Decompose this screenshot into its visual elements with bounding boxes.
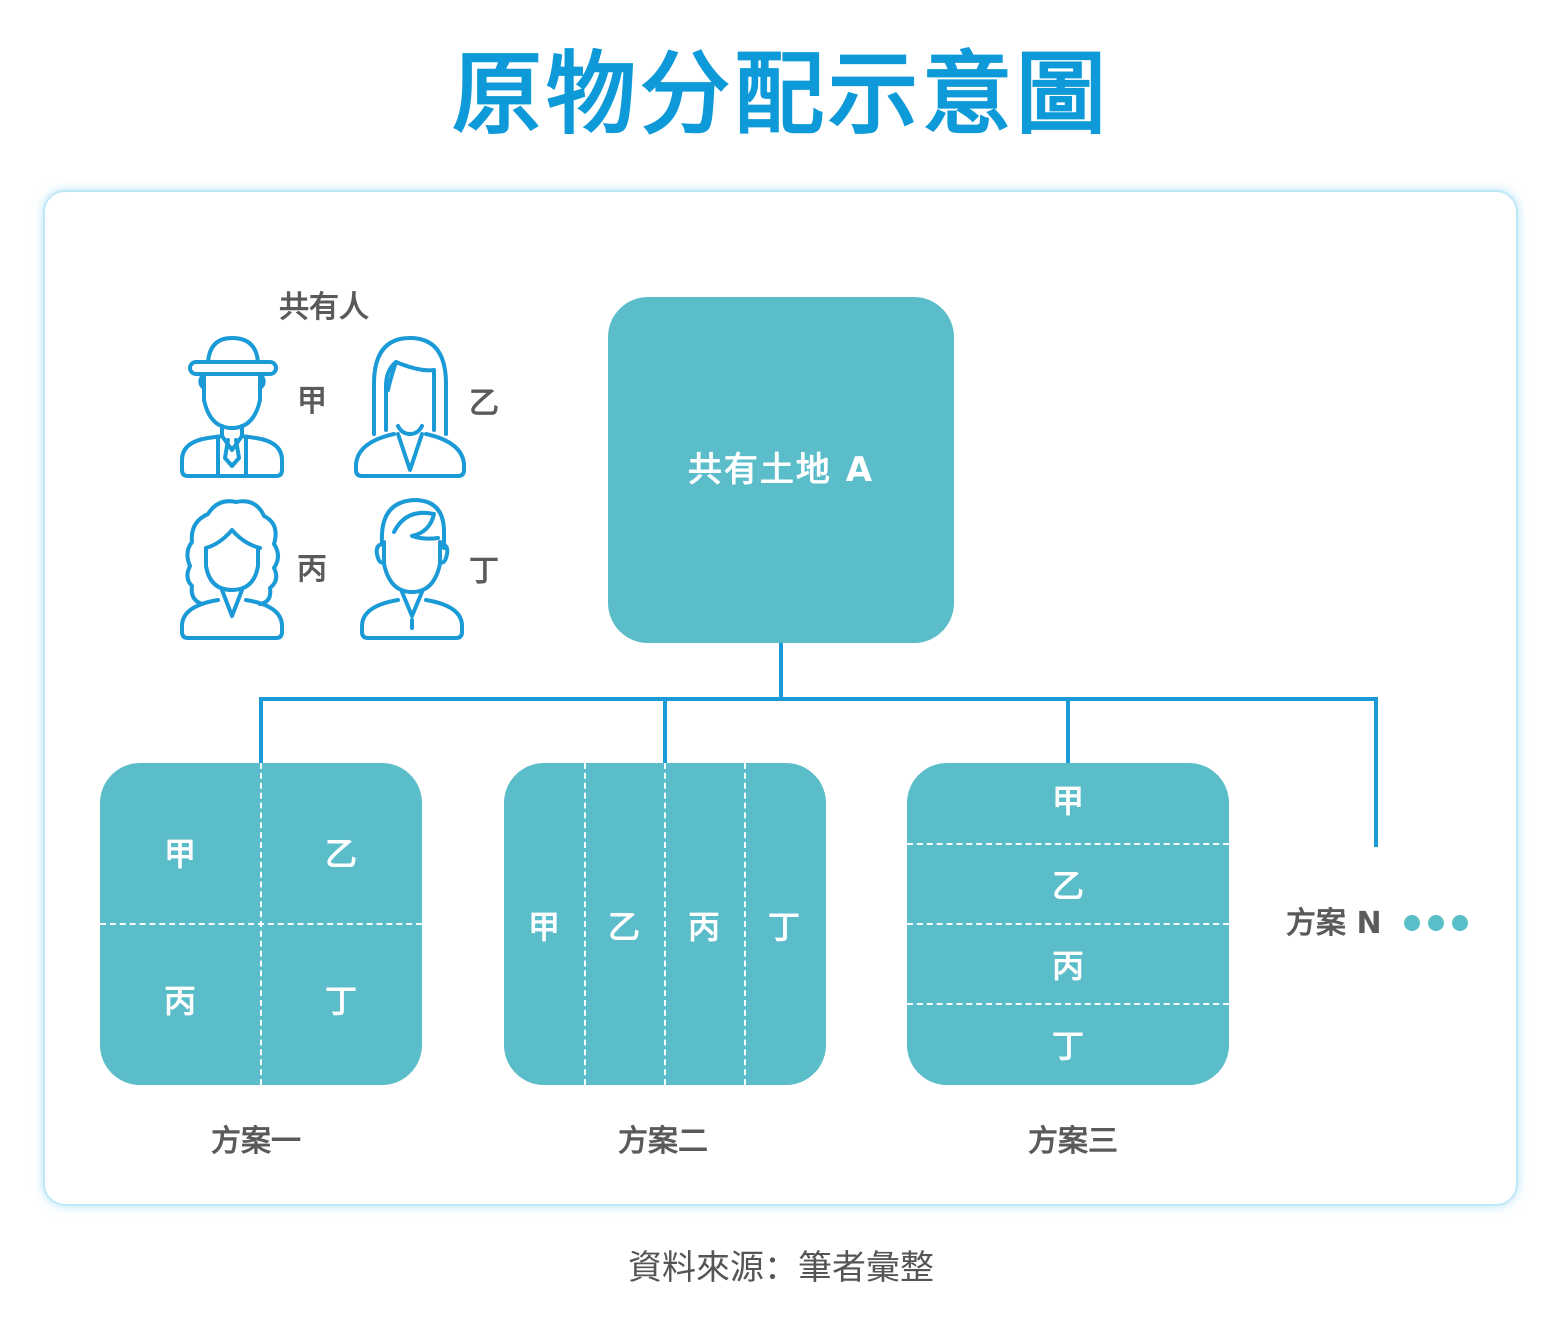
plan-2-cell: 甲 xyxy=(527,908,561,946)
plan-2-divider-vertical xyxy=(584,763,586,1085)
co-owners-heading: 共有人 xyxy=(279,290,369,325)
plan-3-divider-horizontal xyxy=(907,923,1229,925)
co-owner-name-ding: 丁 xyxy=(469,554,499,589)
plan-1-box: 甲 乙 丙 丁 xyxy=(100,763,422,1085)
plan-3-cell: 甲 xyxy=(1051,782,1085,820)
plan-3-divider-horizontal xyxy=(907,1003,1229,1005)
man-side-part-icon xyxy=(360,498,464,640)
plan-3-cell: 丁 xyxy=(1051,1027,1085,1065)
co-owner-name-bing: 丙 xyxy=(297,552,327,587)
plan-1-divider-horizontal xyxy=(100,923,422,925)
plan-n-label: 方案 N xyxy=(1286,906,1382,941)
root-land-box: 共有土地 A xyxy=(608,297,954,643)
man-with-hat-icon xyxy=(180,336,284,478)
plan-3-cell: 乙 xyxy=(1051,867,1085,905)
co-owner-name-jia: 甲 xyxy=(297,384,327,419)
root-land-label: 共有土地 A xyxy=(687,450,875,490)
plan-2-cell: 丁 xyxy=(767,908,801,946)
plan-3-name: 方案三 xyxy=(1028,1124,1118,1159)
plan-2-divider-vertical xyxy=(664,763,666,1085)
plan-1-cell: 丙 xyxy=(163,982,197,1020)
source-note: 資料來源：筆者彙整 xyxy=(628,1248,934,1288)
ellipsis-dot xyxy=(1452,915,1468,931)
woman-curly-hair-icon xyxy=(180,499,284,640)
plan-1-cell: 丁 xyxy=(324,982,358,1020)
plan-3-divider-horizontal xyxy=(907,843,1229,845)
plan-2-cell: 乙 xyxy=(607,908,641,946)
plan-2-name: 方案二 xyxy=(618,1124,708,1159)
diagram-title: 原物分配示意圖 xyxy=(452,42,1110,147)
plan-1-cell: 甲 xyxy=(163,835,197,873)
plan-1-name: 方案一 xyxy=(211,1124,301,1159)
co-owner-name-yi: 乙 xyxy=(469,386,499,421)
ellipsis-dot xyxy=(1404,915,1420,931)
woman-long-hair-icon xyxy=(354,336,466,478)
plan-2-box: 甲 乙 丙 丁 xyxy=(504,763,826,1085)
plan-3-cell: 丙 xyxy=(1051,947,1085,985)
plan-1-cell: 乙 xyxy=(324,835,358,873)
plan-2-cell: 丙 xyxy=(687,908,721,946)
plan-2-divider-vertical xyxy=(744,763,746,1085)
ellipsis-dot xyxy=(1428,915,1444,931)
plan-3-box: 甲 乙 丙 丁 xyxy=(907,763,1229,1085)
